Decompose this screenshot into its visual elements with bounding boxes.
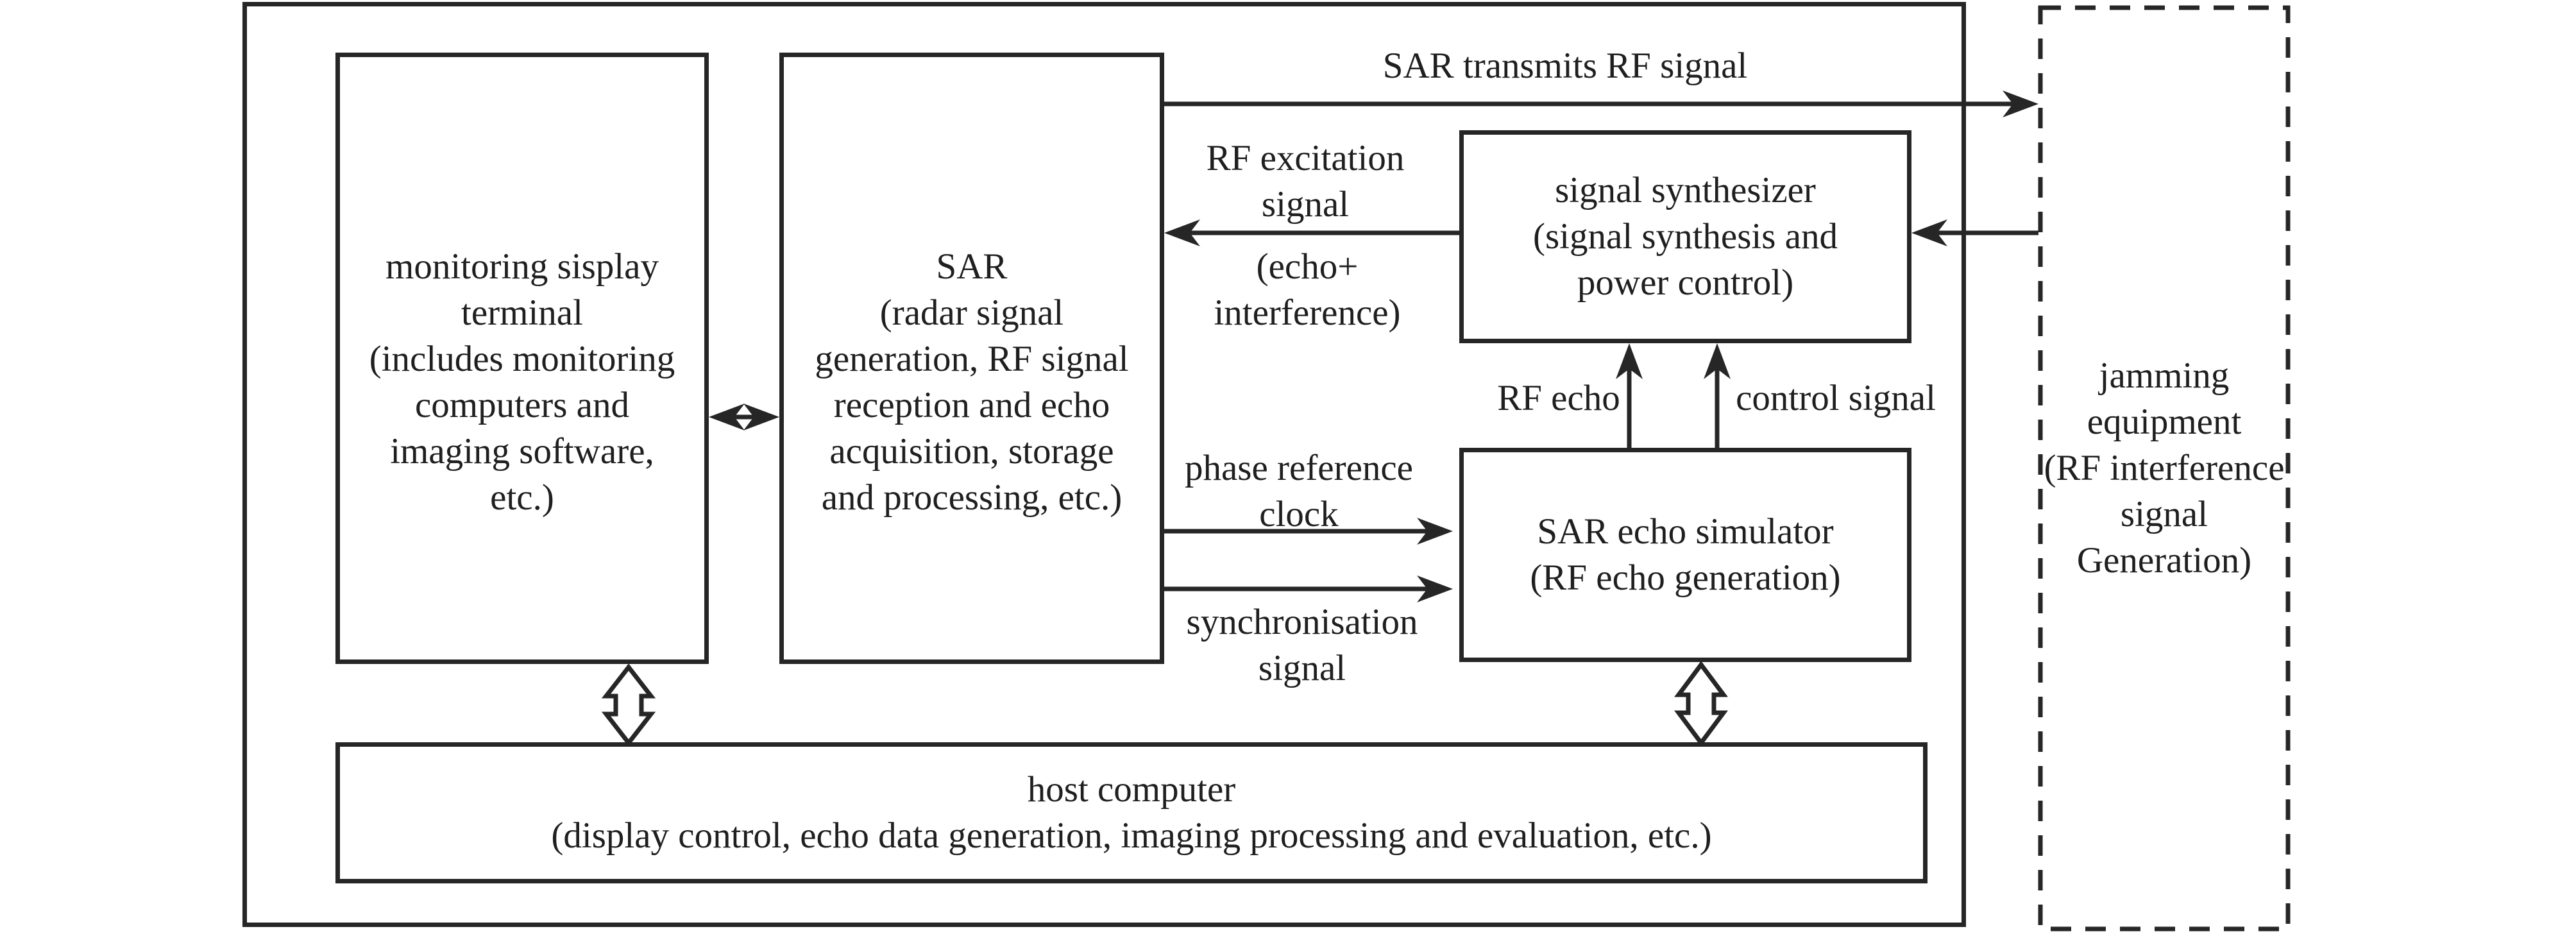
arrowhead-control-signal <box>1704 343 1731 379</box>
arrowhead-synchronisation <box>1417 575 1453 602</box>
arrowhead-sar-transmits <box>2003 90 2038 117</box>
arrowhead-rf-excitation <box>1164 219 1200 246</box>
sar-box: SAR (radar signal generation, RF signal … <box>779 53 1164 664</box>
label-control-signal: control signal <box>1736 378 1936 418</box>
label-echo-plus-interference: (echo+ interference) <box>1214 246 1401 333</box>
signal-synthesizer-box: signal synthesizer (signal synthesis and… <box>1459 130 1911 343</box>
arrowhead-jamming-to-synthesizer <box>1911 219 1947 246</box>
label-phase-reference-clock: phase reference clock <box>1185 448 1413 534</box>
host-computer-box: host computer (display control, echo dat… <box>335 742 1928 883</box>
label-rf-echo: RF echo <box>1497 378 1620 418</box>
sar-echo-simulator-text: SAR echo simulator (RF echo generation) <box>1530 511 1841 598</box>
double-arrow-monitoring-sar-right-head <box>743 404 779 430</box>
label-sar-transmits-rf-signal: SAR transmits RF signal <box>1382 46 1748 86</box>
label-synchronisation-signal: synchronisation signal <box>1186 602 1418 688</box>
sar-echo-simulator-box: SAR echo simulator (RF echo generation) <box>1459 448 1911 662</box>
jamming-equipment-text: jamming equipment (RF interference signa… <box>2044 355 2285 581</box>
jamming-equipment-box: jamming equipment (RF interference signa… <box>2040 8 2288 929</box>
double-arrow-monitoring-sar-left-head <box>709 404 745 430</box>
monitoring-terminal-text: monitoring sisplay terminal (includes mo… <box>369 246 675 518</box>
arrowhead-rf-echo <box>1616 343 1643 379</box>
monitoring-terminal-box: monitoring sisplay terminal (includes mo… <box>335 53 709 664</box>
arrowhead-phase-clock <box>1417 518 1453 545</box>
host-computer-text: host computer (display control, echo dat… <box>551 769 1712 856</box>
label-rf-excitation-signal: RF excitation signal <box>1206 138 1405 225</box>
jamming-dashed-border <box>2038 5 2291 932</box>
signal-synthesizer-text: signal synthesizer (signal synthesis and… <box>1533 170 1838 303</box>
sar-text: SAR (radar signal generation, RF signal … <box>815 246 1129 518</box>
system-boundary-box <box>242 2 1966 927</box>
